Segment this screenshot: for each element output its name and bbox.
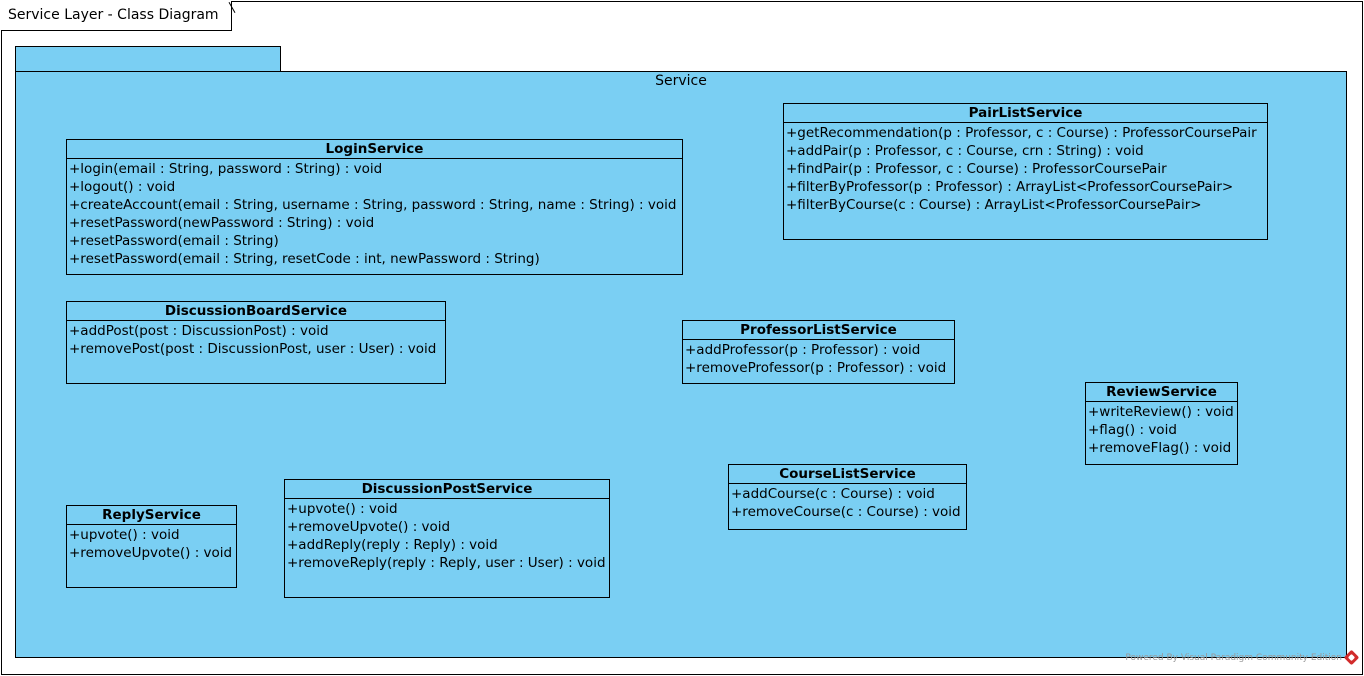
operation: +findPair(p : Professor, c : Course) : P… [786, 161, 1167, 177]
class-reply-service[interactable]: ReplyService +upvote() : void +removeUpv… [66, 505, 237, 588]
operation: +upvote() : void [287, 501, 398, 517]
operation: +login(email : String, password : String… [69, 161, 383, 177]
operation: +resetPassword(email : String, resetCode… [69, 251, 540, 267]
operation: +addProfessor(p : Professor) : void [685, 342, 921, 358]
operation: +removeUpvote() : void [69, 545, 233, 561]
frame-title: Service Layer - Class Diagram [1, 1, 232, 31]
operation: +removeProfessor(p : Professor) : void [685, 360, 947, 376]
class-name: ReplyService [67, 506, 236, 525]
class-name: LoginService [67, 140, 682, 159]
class-pair-list-service[interactable]: PairListService +getRecommendation(p : P… [783, 103, 1268, 240]
class-professor-list-service[interactable]: ProfessorListService +addProfessor(p : P… [682, 320, 955, 384]
operation: +filterByCourse(c : Course) : ArrayList<… [786, 197, 1202, 213]
class-name: ProfessorListService [683, 321, 954, 340]
class-discussion-post-service[interactable]: DiscussionPostService +upvote() : void +… [284, 479, 610, 598]
operation: +logout() : void [69, 179, 176, 195]
operation: +getRecommendation(p : Professor, c : Co… [786, 125, 1257, 141]
class-course-list-service[interactable]: CourseListService +addCourse(c : Course)… [728, 464, 967, 530]
operation: +removePost(post : DiscussionPost, user … [69, 341, 437, 357]
class-name: ReviewService [1086, 383, 1237, 402]
operation: +flag() : void [1088, 422, 1177, 438]
operation: +upvote() : void [69, 527, 180, 543]
class-review-service[interactable]: ReviewService +writeReview() : void +fla… [1085, 382, 1238, 465]
operation: +removeUpvote() : void [287, 519, 451, 535]
watermark-text: Powered By Visual Paradigm Community Edi… [1125, 653, 1342, 663]
operation: +removeCourse(c : Course) : void [731, 504, 961, 520]
operation: +writeReview() : void [1088, 404, 1234, 420]
operation: +addReply(reply : Reply) : void [287, 537, 498, 553]
class-login-service[interactable]: LoginService +login(email : String, pass… [66, 139, 683, 275]
class-name: CourseListService [729, 465, 966, 484]
class-discussion-board-service[interactable]: DiscussionBoardService +addPost(post : D… [66, 301, 446, 384]
operation: +addCourse(c : Course) : void [731, 486, 935, 502]
operation: +removeReply(reply : Reply, user : User)… [287, 555, 606, 571]
class-name: PairListService [784, 104, 1267, 123]
operation: +resetPassword(email : String) [69, 233, 279, 249]
package-name: Service [655, 73, 707, 89]
class-name: DiscussionPostService [285, 480, 609, 499]
operation: +removeFlag() : void [1088, 440, 1232, 456]
operation: +addPost(post : DiscussionPost) : void [69, 323, 329, 339]
operation: +addPair(p : Professor, c : Course, crn … [786, 143, 1144, 159]
package-tab [15, 46, 281, 72]
operation: +filterByProfessor(p : Professor) : Arra… [786, 179, 1234, 195]
operation: +resetPassword(newPassword : String) : v… [69, 215, 375, 231]
class-name: DiscussionBoardService [67, 302, 445, 321]
operation: +createAccount(email : String, username … [69, 197, 677, 213]
